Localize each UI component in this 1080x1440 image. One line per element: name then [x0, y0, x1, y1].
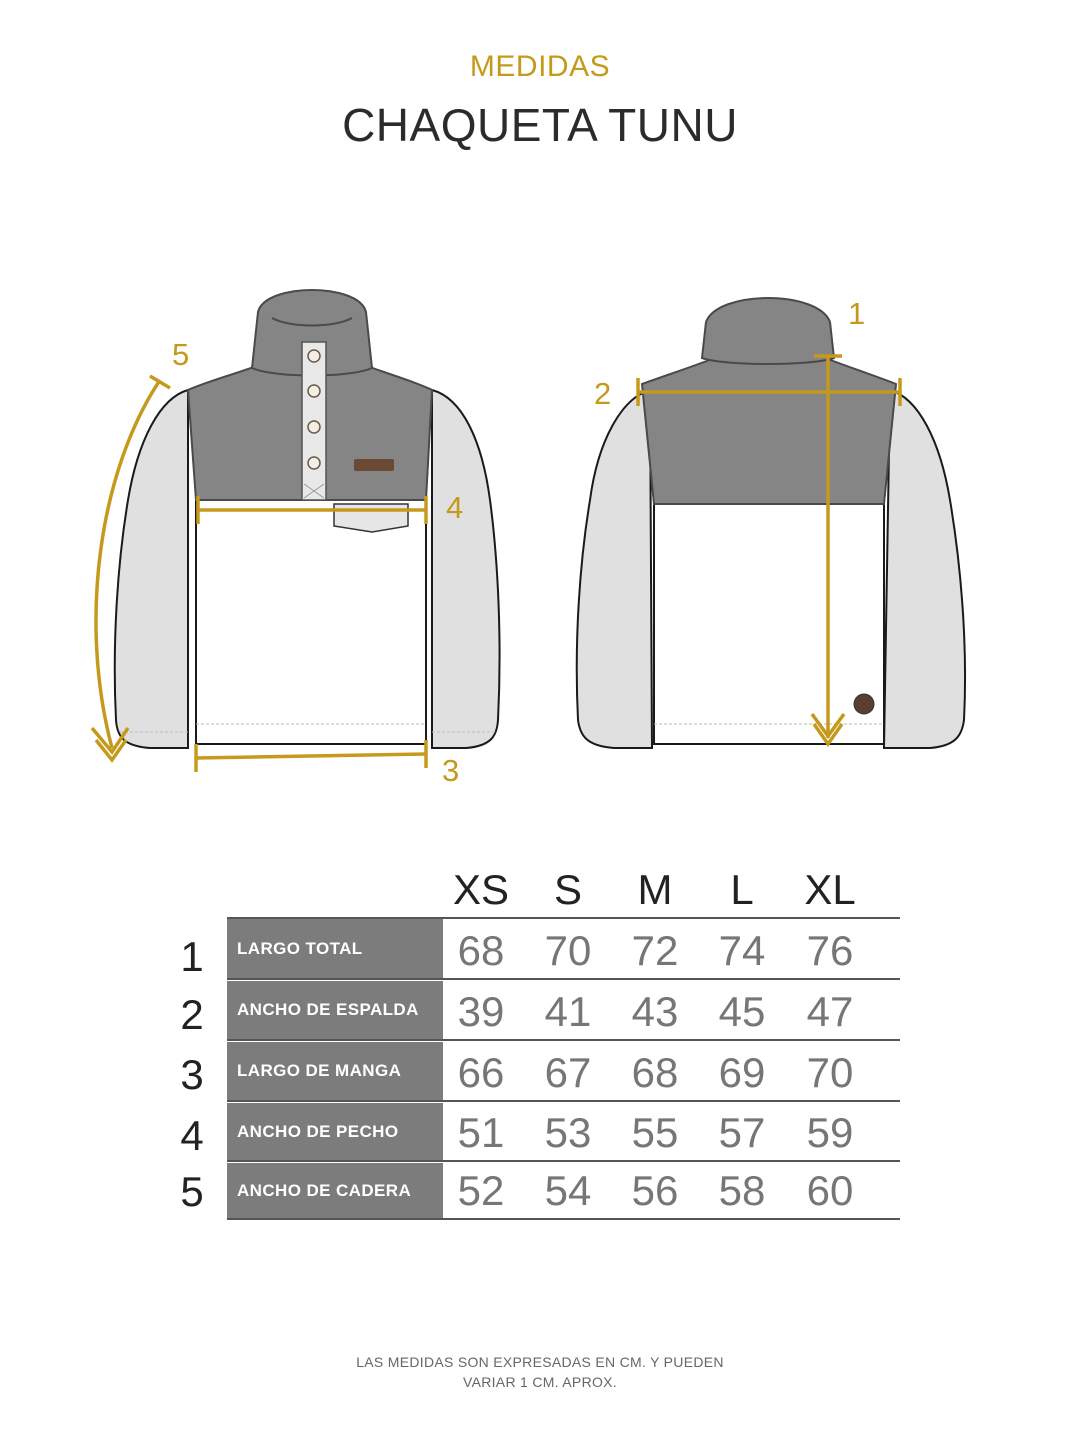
row-label: LARGO DE MANGA	[227, 1042, 443, 1100]
table-rule	[227, 1160, 900, 1162]
disclaimer-line-1: LAS MEDIDAS SON EXPRESADAS EN CM. Y PUED…	[356, 1354, 724, 1370]
row-label: ANCHO DE CADERA	[227, 1163, 443, 1218]
value-xs: 66	[457, 1049, 505, 1096]
back-collar	[700, 296, 836, 365]
value-xs: 39	[457, 988, 505, 1035]
value-s: 54	[544, 1167, 592, 1214]
size-header-s: S	[553, 866, 582, 913]
table-rule	[227, 1039, 900, 1041]
table-row: 4 ANCHO DE PECHO 51 53 55 57 59	[0, 1103, 1080, 1160]
table-rule	[227, 917, 900, 919]
back-body	[653, 499, 885, 745]
product-title: CHAQUETA TUNU	[342, 99, 738, 151]
value-xs: 52	[457, 1167, 505, 1214]
size-header-xl: XL	[804, 866, 856, 913]
disclaimer-line-2: VARIAR 1 CM. APROX.	[462, 1374, 618, 1390]
row-number: 4	[180, 1112, 204, 1159]
value-xs: 68	[457, 927, 505, 974]
value-xs: 51	[457, 1109, 505, 1156]
table-rule	[227, 1100, 900, 1102]
size-header-l: L	[730, 866, 754, 913]
value-m: 72	[631, 927, 679, 974]
value-xl: 59	[806, 1109, 854, 1156]
back-left-sleeve	[575, 388, 654, 749]
value-m: 56	[631, 1167, 679, 1214]
row-number: 3	[180, 1051, 204, 1098]
row-label: ANCHO DE PECHO	[227, 1103, 443, 1160]
table-row: 5 ANCHO DE CADERA 52 54 56 58 60	[0, 1163, 1080, 1218]
table-row: 1 LARGO TOTAL 68 70 72 74 76	[0, 919, 1080, 980]
row-label: ANCHO DE ESPALDA	[227, 981, 443, 1039]
row-number: 1	[180, 933, 204, 980]
value-l: 45	[718, 988, 766, 1035]
chest-pocket-flap	[333, 503, 409, 533]
back-jacket-illustration	[575, 296, 967, 749]
row-number: 2	[180, 991, 204, 1038]
back-logo-badge	[853, 693, 875, 715]
row-label: LARGO TOTAL	[227, 919, 443, 978]
table-row: 2 ANCHO DE ESPALDA 39 41 43 45 47	[0, 981, 1080, 1039]
value-l: 58	[718, 1167, 766, 1214]
marker-1: 1	[848, 296, 865, 331]
marker-2: 2	[594, 376, 611, 411]
value-l: 74	[718, 927, 766, 974]
value-l: 57	[718, 1109, 766, 1156]
table-rule	[227, 1218, 900, 1220]
jacket-illustrations: 5 4 3 1 2	[90, 288, 967, 788]
value-l: 69	[718, 1049, 766, 1096]
front-right-sleeve	[431, 388, 501, 749]
value-m: 55	[631, 1109, 679, 1156]
front-body	[195, 499, 427, 745]
value-m: 68	[631, 1049, 679, 1096]
brand-patch	[354, 459, 394, 471]
back-yoke	[640, 355, 898, 505]
table-row: 3 LARGO DE MANGA 66 67 68 69 70	[0, 1042, 1080, 1100]
value-xl: 76	[806, 927, 854, 974]
measurement-disclaimer: LAS MEDIDAS SON EXPRESADAS EN CM. Y PUED…	[0, 1352, 1080, 1392]
size-header-xs: XS	[452, 866, 510, 913]
size-header-m: M	[637, 866, 673, 913]
value-xl: 60	[806, 1167, 854, 1214]
table-rule	[227, 978, 900, 980]
hip-width-line	[195, 752, 427, 760]
value-s: 53	[544, 1109, 592, 1156]
value-s: 41	[544, 988, 592, 1035]
front-jacket-illustration	[113, 288, 501, 749]
front-collar	[250, 288, 374, 377]
section-subtitle: MEDIDAS	[469, 50, 611, 83]
marker-4: 4	[446, 490, 463, 525]
marker-3: 5	[172, 337, 189, 372]
value-xl: 70	[806, 1049, 854, 1096]
sleeve-length-arc	[94, 379, 162, 749]
value-s: 67	[544, 1049, 592, 1096]
value-s: 70	[544, 927, 592, 974]
front-measurements	[90, 374, 428, 772]
value-m: 43	[631, 988, 679, 1035]
back-measurements	[636, 354, 902, 748]
row-number: 5	[180, 1168, 204, 1215]
marker-5: 3	[442, 753, 459, 788]
value-xl: 47	[806, 988, 854, 1035]
back-right-sleeve	[882, 388, 967, 749]
